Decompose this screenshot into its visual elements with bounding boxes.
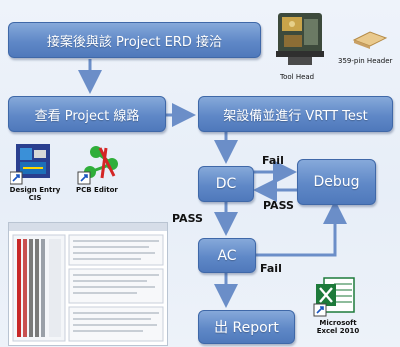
step1-label: 接案後與該 Project ERD 接洽 [46,34,223,50]
header-359-photo [350,28,390,50]
tool-head-caption: Tool Head [280,73,315,81]
excel-caption: Microsoft Excel 2010 [316,319,360,335]
step1-box: 接案後與該 Project ERD 接洽 [8,22,261,58]
pass-dc-ac-label: PASS [172,212,203,225]
dc-box: DC [198,166,254,202]
design-entry-cis-app[interactable]: Design Entry CIS [10,142,60,202]
header-359-caption: 359-pin Header [338,57,393,65]
shortcut-arrow-icon [80,174,88,182]
step3-label: 架設備並進行 VRTT Test [223,108,368,124]
pcb-editor-app[interactable]: PCB Editor [74,142,128,202]
shortcut-arrow-icon [316,306,324,314]
excel-icon [313,277,355,317]
report-label: 出 Report [214,320,279,336]
pcb-editor-icon [77,146,118,185]
step2-label: 查看 Project 線路 [34,108,140,124]
debug-box: Debug [297,159,376,205]
design-entry-cis-caption: Design Entry CIS [9,186,61,202]
vrtt-software-screenshot [8,222,168,346]
step2-box: 查看 Project 線路 [8,96,166,132]
shortcut-arrow-icon [12,174,20,182]
dc-label: DC [215,176,237,192]
step3-box: 架設備並進行 VRTT Test [198,96,393,132]
pcb-editor-caption: PCB Editor [76,186,118,194]
design-entry-cis-icon [10,144,50,185]
ac-box: AC [198,238,256,273]
fail-dc-debug-label: Fail [262,154,284,167]
pass-debug-dc-label: PASS [263,199,294,212]
excel-app[interactable]: Microsoft Excel 2010 [310,274,366,340]
ac-label: AC [217,247,237,264]
arrow-ac-to-debug [256,200,347,257]
fail-ac-debug-label: Fail [260,262,282,275]
report-box: 出 Report [198,310,295,344]
tool-head-photo [268,5,332,73]
debug-label: Debug [313,174,360,190]
screenshot-content [9,223,167,342]
